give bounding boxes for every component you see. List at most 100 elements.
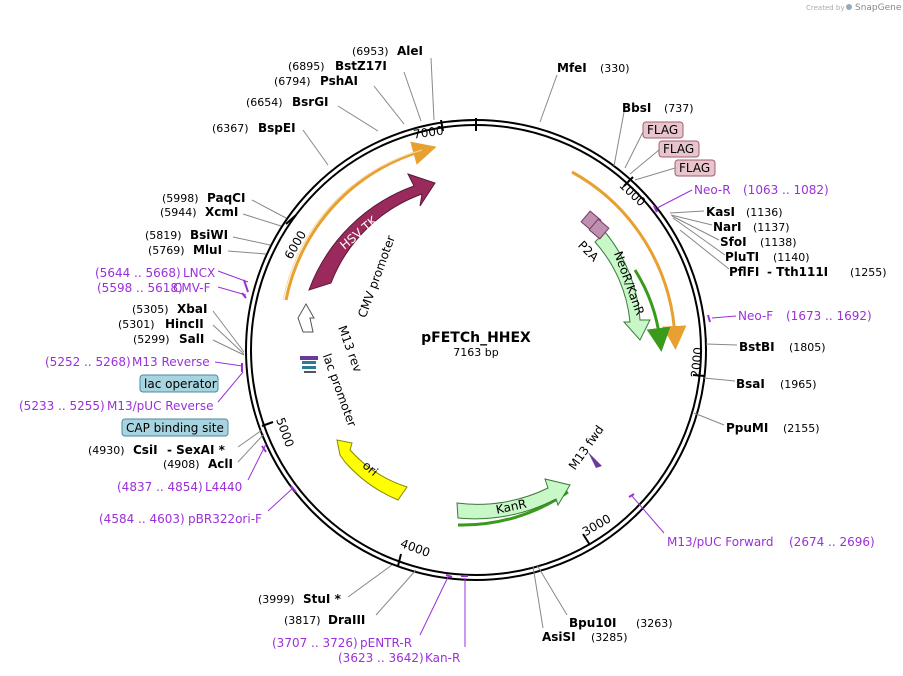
enzyme-bbsi[interactable]: BbsI (737) <box>613 101 694 167</box>
orf-arc-left-shadow <box>282 149 423 301</box>
svg-text:(5944): (5944) <box>160 206 197 219</box>
svg-text:(330): (330) <box>600 62 630 75</box>
enzyme-bspei[interactable]: (6367) BspEI <box>212 121 329 166</box>
credit-text: Created by <box>806 4 845 12</box>
primer-pbr322[interactable]: (4584 .. 4603) pBR322ori-F <box>99 485 297 526</box>
svg-text:FLAG: FLAG <box>647 123 678 137</box>
primer-cmvf[interactable]: (5598 .. 5618) CMV-F <box>97 281 247 299</box>
svg-text:(3817): (3817) <box>284 614 321 627</box>
m13-fwd-feature[interactable]: M13 fwd <box>566 423 607 473</box>
lac-operator-box[interactable]: lac operator <box>139 374 219 393</box>
enzyme-pflfi[interactable]: PflFI - Tth111I (1255) <box>679 229 887 279</box>
svg-text:HincII: HincII <box>165 317 204 331</box>
primer-kanr[interactable]: (3623 .. 3642) Kan-R <box>338 575 468 665</box>
primer-pentrr[interactable]: (3707 .. 3726) pENTR-R <box>272 574 453 650</box>
primer-m13pucrev[interactable]: (5233 .. 5255) M13/pUC Reverse <box>19 371 244 413</box>
flag-leader-1 <box>624 131 644 169</box>
svg-text:BstZ17I: BstZ17I <box>335 59 387 73</box>
enzyme-nari[interactable]: NarI (1137) <box>670 214 790 234</box>
primer-lncx[interactable]: (5644 .. 5668) LNCX <box>95 266 249 293</box>
svg-text:(737): (737) <box>664 102 694 115</box>
svg-text:lac operator: lac operator <box>144 377 217 391</box>
enzyme-bstbi[interactable]: BstBI (1805) <box>705 340 826 354</box>
enzyme-pluti[interactable]: PluTI (1140) <box>672 217 810 264</box>
svg-text:AleI: AleI <box>397 44 423 58</box>
enzyme-sali[interactable]: (5299) SalI <box>133 332 245 356</box>
svg-text:(5998): (5998) <box>162 192 199 205</box>
primer-l4440[interactable]: (4837 .. 4854) L4440 <box>117 443 267 494</box>
primer-m13rev[interactable]: (5252 .. 5268) M13 Reverse <box>45 355 243 372</box>
svg-text:(5252 .. 5268): (5252 .. 5268) <box>45 355 131 369</box>
orf-arc-left <box>284 141 437 301</box>
svg-text:(5233 .. 5255): (5233 .. 5255) <box>19 399 105 413</box>
flag-box-3[interactable]: FLAG <box>674 159 716 177</box>
enzyme-draiii[interactable]: (3817) DraIII <box>284 569 417 627</box>
svg-text:(2674 .. 2696): (2674 .. 2696) <box>789 535 875 549</box>
svg-text:L4440: L4440 <box>205 480 242 494</box>
kanr-feature[interactable]: KanR <box>456 478 571 520</box>
enzyme-csii[interactable]: (4930) CsiI - SexAI * <box>88 429 263 457</box>
enzyme-pshai[interactable]: (6794) PshAI <box>274 74 405 125</box>
svg-text:Bpu10I: Bpu10I <box>569 616 616 630</box>
enzyme-kasi[interactable]: KasI (1136) <box>669 205 783 219</box>
svg-text:pBR322ori-F: pBR322ori-F <box>188 512 262 526</box>
enzyme-bsai[interactable]: BsaI (1965) <box>703 377 817 391</box>
primer-neof[interactable]: Neo-F (1673 .. 1692) <box>707 309 872 323</box>
svg-text:(5301): (5301) <box>118 318 155 331</box>
svg-text:(6953): (6953) <box>352 45 389 58</box>
enzyme-bsrgi[interactable]: (6654) BsrGI <box>246 95 379 132</box>
credit-brand: SnapGene <box>855 3 902 13</box>
tick-4000: 4000 <box>397 536 432 567</box>
enzyme-paqci[interactable]: (5998) PaqCI <box>162 191 287 219</box>
m13-rev-marker <box>300 356 318 373</box>
svg-text:pENTR-R: pENTR-R <box>360 636 412 650</box>
primer-neor[interactable]: Neo-R (1063 .. 1082) <box>653 183 829 213</box>
svg-text:3000: 3000 <box>580 512 613 539</box>
svg-text:PaqCI: PaqCI <box>207 191 245 205</box>
enzyme-bpu10i[interactable]: Bpu10I (3263) <box>536 564 673 630</box>
enzyme-xbai[interactable]: (5305) XbaI <box>132 302 245 353</box>
neor-kanr-feature[interactable]: NeoR/KanR <box>594 231 651 341</box>
flag-leader-2 <box>629 149 660 175</box>
enzyme-bsiwi[interactable]: (5819) BsiWI <box>145 228 271 246</box>
enzyme-mlui[interactable]: (5769) MluI <box>148 243 267 257</box>
enzyme-acli[interactable]: (4908) AclI <box>163 433 265 471</box>
svg-text:(5299): (5299) <box>133 333 170 346</box>
enzyme-ppumi[interactable]: PpuMI (2155) <box>693 412 820 435</box>
enzyme-hincii[interactable]: (5301) HincII <box>118 317 245 355</box>
svg-text:XcmI: XcmI <box>205 205 238 219</box>
svg-text:M13 Reverse: M13 Reverse <box>132 355 210 369</box>
tick-7000: 7000 <box>412 119 444 142</box>
svg-text:Neo-F: Neo-F <box>738 309 773 323</box>
svg-text:MfeI: MfeI <box>557 61 587 75</box>
svg-text:(5819): (5819) <box>145 229 182 242</box>
svg-text:(3263): (3263) <box>636 617 673 630</box>
enzyme-asisi[interactable]: AsiSI (3285) <box>532 565 628 644</box>
svg-text:(1255): (1255) <box>850 266 887 279</box>
cap-binding-site-box[interactable]: CAP binding site <box>121 418 229 437</box>
svg-text:(1136): (1136) <box>746 206 783 219</box>
svg-text:M13/pUC Forward: M13/pUC Forward <box>667 535 774 549</box>
plasmid-name: pFETCh_HHEX <box>421 330 531 346</box>
svg-text:7000: 7000 <box>412 123 444 141</box>
enzyme-xcmi[interactable]: (5944) XcmI <box>160 205 282 227</box>
svg-text:(3285): (3285) <box>591 631 628 644</box>
enzyme-alei[interactable]: (6953) AleI <box>352 44 435 121</box>
svg-text:(6367): (6367) <box>212 122 249 135</box>
enzyme-mfei[interactable]: MfeI (330) <box>539 61 630 123</box>
svg-text:AsiSI: AsiSI <box>542 630 576 644</box>
svg-text:CMV-F: CMV-F <box>173 281 211 295</box>
enzyme-bstz17i[interactable]: (6895) BstZ17I <box>288 59 422 122</box>
svg-text:AclI: AclI <box>208 457 233 471</box>
m13-rev-label: M13 rev <box>335 324 365 374</box>
svg-text:(4837 .. 4854): (4837 .. 4854) <box>117 480 203 494</box>
flag-box-2[interactable]: FLAG <box>658 140 700 158</box>
svg-text:(6794): (6794) <box>274 75 311 88</box>
primer-m13pucfwd[interactable]: M13/pUC Forward (2674 .. 2696) <box>628 493 875 549</box>
flag-box-1[interactable]: FLAG <box>642 121 684 139</box>
enzyme-sfoi[interactable]: SfoI (1138) <box>671 215 797 249</box>
ori-feature[interactable]: ori <box>336 439 408 501</box>
svg-text:- Tth111I: - Tth111I <box>767 265 828 279</box>
svg-text:FLAG: FLAG <box>663 142 694 156</box>
enzyme-stui[interactable]: (3999) StuI * <box>258 564 393 606</box>
